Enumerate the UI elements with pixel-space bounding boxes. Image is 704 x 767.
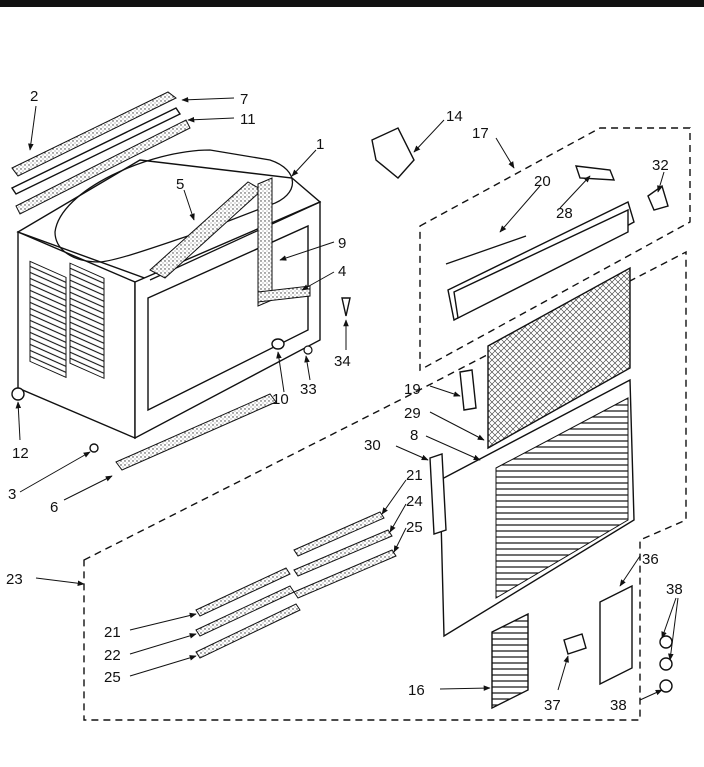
part-14-bracket <box>371 127 415 179</box>
leader-lines <box>15 96 679 701</box>
label-part-1: 1 <box>316 136 324 153</box>
label-part-11: 11 <box>240 111 256 128</box>
part-21-rail-a <box>195 567 291 617</box>
part-25-rail-b <box>293 549 397 599</box>
label-part-21-left: 21 <box>104 624 121 641</box>
part-3-screw <box>89 443 99 453</box>
label-part-12: 12 <box>12 445 29 462</box>
part-9-upright <box>257 177 273 307</box>
label-part-21-right: 21 <box>406 467 423 484</box>
label-part-6: 6 <box>50 499 58 516</box>
label-part-3: 3 <box>8 486 16 503</box>
label-part-29: 29 <box>404 405 421 422</box>
label-part-16: 16 <box>408 682 425 699</box>
label-part-20: 20 <box>534 173 551 190</box>
label-part-17: 17 <box>472 125 489 142</box>
part-6-rail <box>115 393 277 471</box>
part-19-clip <box>459 369 477 411</box>
part-37-block <box>563 633 587 655</box>
label-part-37: 37 <box>544 697 561 714</box>
label-part-38-top: 38 <box>666 581 683 598</box>
label-part-34: 34 <box>334 353 351 370</box>
label-part-32: 32 <box>652 157 669 174</box>
part-16-panel <box>491 612 529 710</box>
label-part-8: 8 <box>410 427 418 444</box>
group-17-outline <box>419 127 691 372</box>
label-part-10: 10 <box>272 391 289 408</box>
label-part-4: 4 <box>338 263 346 280</box>
side-louvers-left <box>29 260 67 379</box>
label-part-23: 23 <box>6 571 23 588</box>
part-34-screw <box>341 297 351 317</box>
label-part-38-bottom: 38 <box>610 697 627 714</box>
part-29-filter <box>487 266 631 450</box>
part-12-plug <box>11 387 25 401</box>
label-part-7: 7 <box>240 91 248 108</box>
part-11-rail <box>15 119 191 215</box>
label-part-2: 2 <box>30 88 38 105</box>
side-louvers-right <box>69 262 105 380</box>
label-part-22: 22 <box>104 647 121 664</box>
part-30-strip <box>429 453 447 535</box>
part-20-rod <box>445 235 527 265</box>
header-rule <box>0 0 704 7</box>
part-10-fastener <box>271 338 285 350</box>
part-24-rail <box>293 529 393 577</box>
part-25-rail-a <box>195 603 301 659</box>
label-part-25-right: 25 <box>406 519 423 536</box>
label-part-5: 5 <box>176 176 184 193</box>
part-38-knob-2 <box>659 657 673 671</box>
part-labels: 2 7 11 1 5 9 4 34 33 10 12 3 6 14 17 20 … <box>6 88 683 714</box>
part-36-plate <box>599 584 633 686</box>
part-4-bracket <box>257 285 311 303</box>
label-part-30: 30 <box>364 437 381 454</box>
front-grille-louvers <box>495 397 629 599</box>
grille-group-outline <box>83 250 687 721</box>
part-32-knob <box>647 184 669 211</box>
label-part-14: 14 <box>446 108 463 125</box>
label-part-25-left: 25 <box>104 669 121 686</box>
part-33-clip <box>303 345 313 355</box>
label-part-28: 28 <box>556 205 573 222</box>
part-28-knob-bracket <box>574 165 616 181</box>
cabinet <box>16 149 322 440</box>
label-part-19: 19 <box>404 381 421 398</box>
part-7-rail <box>10 107 182 195</box>
label-part-36: 36 <box>642 551 659 568</box>
label-part-24: 24 <box>406 493 423 510</box>
label-part-33: 33 <box>300 381 317 398</box>
part-21-rail-b <box>293 511 385 557</box>
part-38-knob-3 <box>659 679 673 693</box>
part-2-rail <box>11 91 177 177</box>
label-part-9: 9 <box>338 235 346 252</box>
